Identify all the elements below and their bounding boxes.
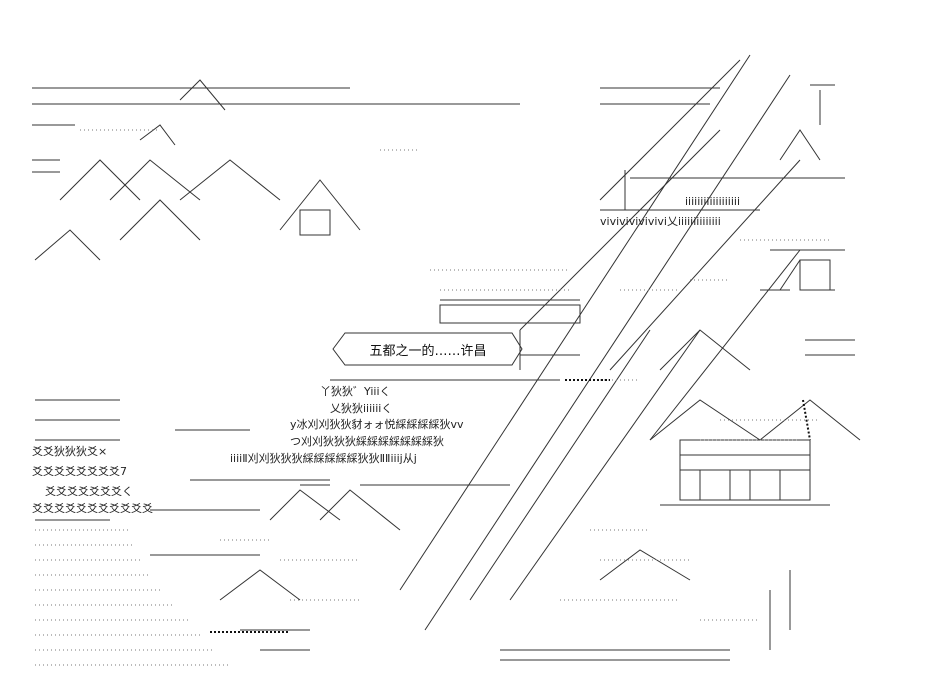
location-caption: 五都之一的……许昌 [333,333,523,365]
top-row-1: 丫狄狄゛Yiiiく [320,385,391,398]
right-row-1: iiiiiiiiiiiiiiiiii [685,195,740,208]
top-row-2: 乂狄狄iiiiiiく [330,402,392,415]
right-row-2: vivivivivivivi乂iiiiiiiiiiiiii [600,215,721,228]
kanji-row-3: iiiiⅡ刈刈狄狄狄綵綵綵綵綵狄狄ⅡⅡiiij从j [230,451,417,465]
kanji-row-2: つ刈刈狄狄狄綵綵綵綵綵綵綵狄 [290,434,444,448]
caption-text: 五都之一的……许昌 [369,343,487,359]
left-row-3: 爻爻爻爻爻爻爻く [45,485,133,498]
left-row-1: 爻爻狄狄狄爻× [32,445,107,458]
left-row-2: 爻爻爻爻爻爻爻爻7 [32,465,127,478]
kanji-row-1: y冰刈刈狄狄豺ォォ悦綵綵綵綵狄vv [290,417,464,431]
left-row-4: 爻爻爻爻爻爻爻爻爻爻爻 [32,502,153,515]
